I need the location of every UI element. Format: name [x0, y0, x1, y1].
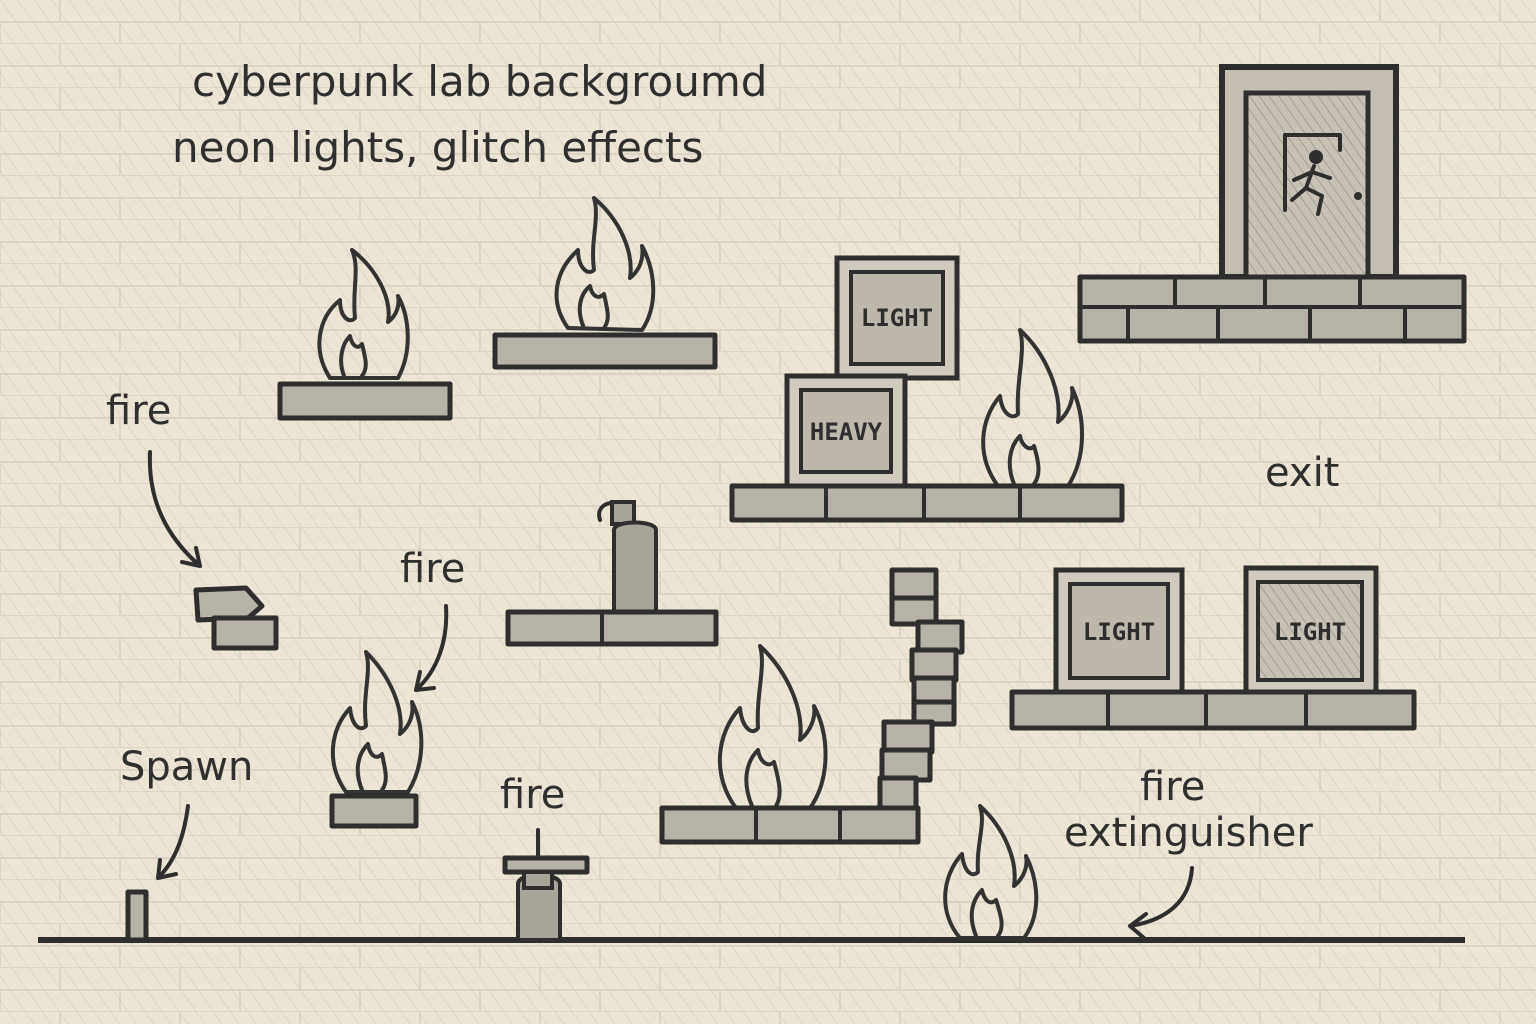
- crate-platform: [732, 486, 1122, 520]
- exit-label: exit: [1265, 450, 1339, 496]
- platform-small-1: [280, 384, 450, 418]
- crate-label: LIGHT: [1083, 618, 1155, 646]
- platform-small-2: [495, 335, 715, 367]
- crate-label: LIGHT: [1274, 618, 1346, 646]
- exit-door[interactable]: [1222, 67, 1396, 277]
- platform-medium: [508, 612, 716, 644]
- spawn-label: Spawn: [120, 744, 253, 790]
- extinguisher-label-line1: fire: [1140, 764, 1205, 810]
- crate-light-left[interactable]: LIGHT: [1056, 570, 1182, 692]
- exit-platform: [1080, 277, 1464, 341]
- crate-label: HEAVY: [810, 418, 883, 446]
- platform-lower-middle: [662, 808, 918, 842]
- extinguisher-label-line2: extinguisher: [1064, 810, 1313, 856]
- crate-platform-right: [1012, 692, 1414, 728]
- fire-label-1: fire: [106, 388, 171, 434]
- crate-heavy[interactable]: HEAVY: [787, 376, 905, 486]
- fire-label-3: fire: [500, 772, 565, 818]
- spawn-marker-icon[interactable]: [128, 892, 146, 940]
- fire-label-2: fire: [400, 546, 465, 592]
- crate-light-right[interactable]: LIGHT: [1246, 568, 1376, 692]
- crate-light-top[interactable]: LIGHT: [837, 258, 957, 378]
- background-note-line2: neon lights, glitch effects: [172, 123, 703, 172]
- background-note-line1: cyberpunk lab backgroumd: [192, 57, 767, 106]
- crate-label: LIGHT: [861, 304, 933, 332]
- platform-tiny: [332, 796, 416, 826]
